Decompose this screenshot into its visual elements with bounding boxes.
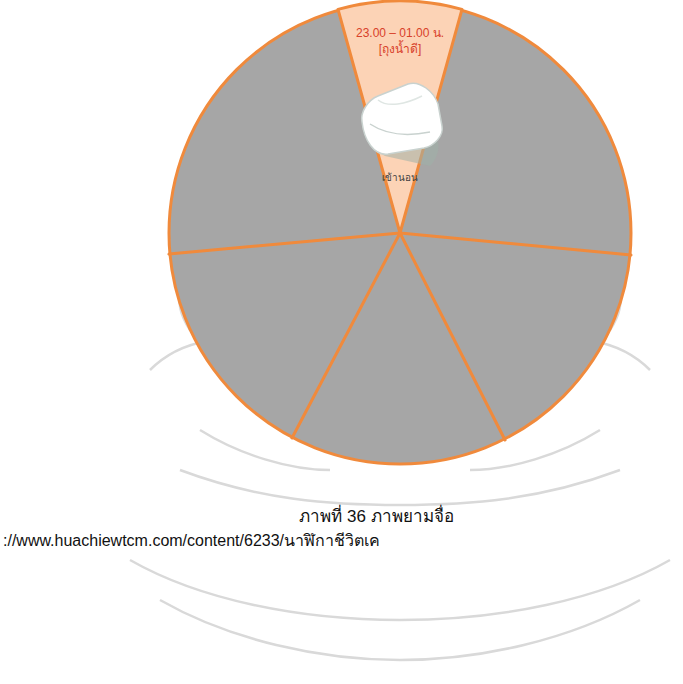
time-sector: 23.00 – 01.00 น. [ถุงน้ำดี] เข้านอน — [330, 0, 470, 236]
time-range: 23.00 – 01.00 น. — [330, 26, 470, 40]
figure-caption: ภาพที่ 36 ภาพยามจื่อ — [0, 502, 683, 529]
organ-name: [ถุงน้ำดี] — [330, 42, 470, 56]
source-url: ://www.huachiewtcm.com/content/6233/นาฬิ… — [3, 528, 380, 553]
sector-lines — [169, 233, 631, 440]
pillow-icon — [362, 83, 443, 166]
activity-label: เข้านอน — [330, 172, 470, 184]
